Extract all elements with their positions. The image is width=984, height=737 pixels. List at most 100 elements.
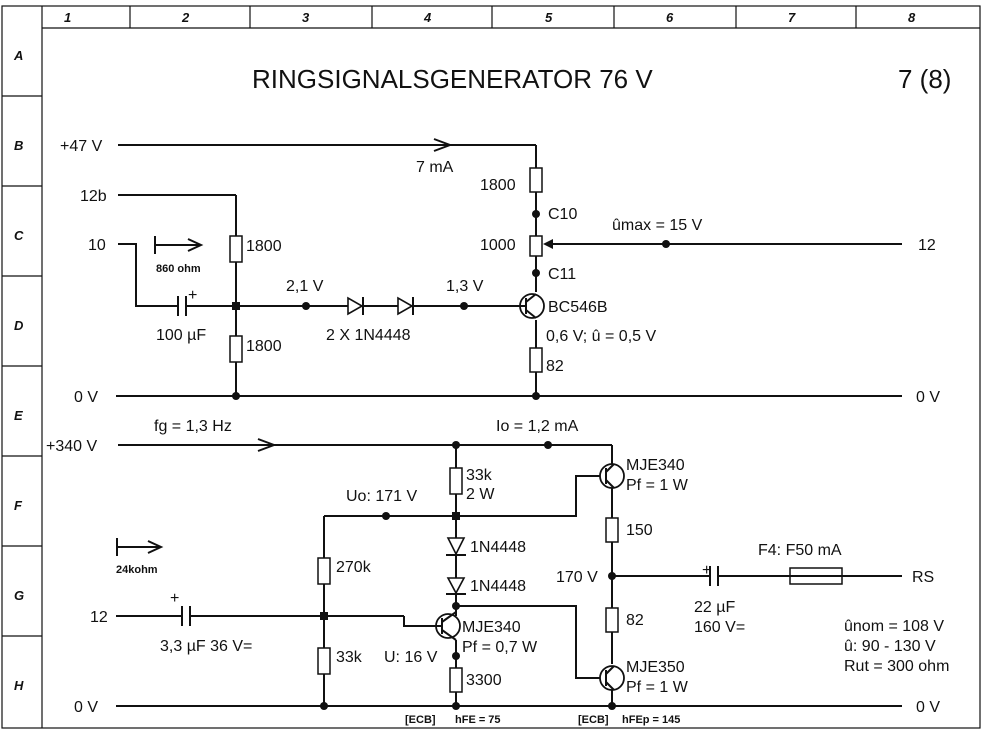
grid-col-7: 7 [788,10,796,25]
label-ecb-2: [ECB] [578,714,609,726]
label-1800-top: 1800 [246,238,282,255]
sheet-frame [1,5,981,729]
resistor-270k [317,557,331,585]
label-860-ohm: 860 ohm [156,263,201,275]
grid-row-g: G [14,588,24,603]
label-hfep: hFEp = 145 [622,714,680,726]
label-mje340-top: MJE340 [626,457,685,474]
label-umax: ûmax = 15 V [612,217,703,234]
grid-col-5: 5 [545,10,553,25]
grid-row-c: C [14,228,24,243]
fuse-f50ma [789,567,843,585]
label-diode-2: 1N4448 [470,578,526,595]
label-fg: fg = 1,3 Hz [154,418,232,435]
label-3300: 3300 [466,672,502,689]
label-emitter-voltage: 0,6 V; û = 0,5 V [546,328,656,345]
lower-resistors [317,467,619,693]
capacitor-100uf [177,296,187,316]
label-3-3uf: 3,3 µF 36 V= [160,638,252,655]
label-plus-100uf: + [188,287,197,304]
resistor-33k-bias [317,647,331,675]
label-150: 150 [626,522,653,539]
label-2w: 2 W [466,486,495,503]
grid-col-4: 4 [423,10,432,25]
label-0v-upper-left: 0 V [74,389,98,406]
grid-row-d: D [14,318,24,333]
upper-junction-dots [232,210,670,400]
grid-col-3: 3 [302,10,310,25]
label-pot-1000: 1000 [480,237,516,254]
label-rs: RS [912,569,934,586]
label-output-12: 12 [918,237,936,254]
diode-pair [347,296,414,316]
label-170v: 170 V [556,569,598,586]
arrow-860-ohm [154,236,204,254]
resistor-3300 [449,667,463,693]
label-plus-340v: +340 V [46,438,97,455]
label-82-output: 82 [626,612,644,629]
label-24kohm: 24kohm [116,564,158,576]
resistor-1800-bottom [229,335,243,363]
upper-resistors [229,167,553,373]
upper-circuit-wires [116,138,902,397]
label-diode-1: 1N4448 [470,539,526,556]
label-mje350: MJE350 [626,659,685,676]
label-rut: Rut = 300 ohm [844,658,949,675]
label-pf-0-7w: Pf = 0,7 W [462,639,538,656]
label-1-3v: 1,3 V [446,278,484,295]
label-33k: 33k [466,467,493,484]
grid-col-1: 1 [64,10,71,25]
label-1800-collector: 1800 [480,177,516,194]
grid-row-h: H [14,678,24,693]
label-hfe: hFE = 75 [455,714,501,726]
transistor-bc546b [516,293,545,319]
lower-junction-dots [320,441,616,710]
resistor-150 [605,517,619,543]
resistor-82-emitter [529,347,543,373]
transistor-mje340-top [599,463,625,489]
sheet-number: 7 (8) [898,64,951,94]
grid-row-b: B [14,138,23,153]
label-82-emitter: 82 [546,358,564,375]
resistor-82-output [605,607,619,633]
label-plus-22uf: + [702,562,711,579]
grid-col-8: 8 [908,10,916,25]
label-plus-47v: +47 V [60,138,103,155]
label-7ma: 7 mA [416,159,454,176]
grid-row-a: A [13,48,23,63]
label-c11: C11 [548,266,576,283]
label-input-10: 10 [88,237,106,254]
label-22uf: 22 µF [694,599,735,616]
label-pf-1w-bottom: Pf = 1 W [626,679,689,696]
label-bc546b: BC546B [548,299,608,316]
resistor-33k-2w [449,467,463,495]
label-1800-bottom: 1800 [246,338,282,355]
label-12b: 12b [80,188,107,205]
label-plus-3-3uf: + [170,590,179,607]
grid-row-labels: A B C D E F G H [13,48,24,693]
label-2-1v: 2,1 V [286,278,324,295]
lower-circuit-wires [116,438,902,707]
label-0v-upper-right: 0 V [916,389,940,406]
grid-row-f: F [14,498,23,513]
label-pf-1w-top: Pf = 1 W [626,477,689,494]
label-mje340-driver: MJE340 [462,619,521,636]
transistor-mje350 [599,665,625,691]
resistor-1800-collector [529,167,543,193]
lower-diodes [446,537,466,595]
arrow-24kohm [116,538,164,556]
potentiometer-wiper-arrow [543,239,553,249]
label-c10: C10 [548,206,577,223]
grid-row-e: E [14,408,23,423]
grid-col-6: 6 [666,10,674,25]
transistor-mje340-driver [430,611,461,641]
label-0v-lower-left: 0 V [74,699,98,716]
label-u-range: û: 90 - 130 V [844,638,936,655]
label-0v-lower-right: 0 V [916,699,940,716]
label-unom: ûnom = 108 V [844,618,944,635]
resistor-1800-top [229,235,243,263]
upper-labels: +47 V 7 mA 12b 10 860 ohm 1800 1800 1800… [60,138,940,406]
label-33k-bias: 33k [336,649,363,666]
